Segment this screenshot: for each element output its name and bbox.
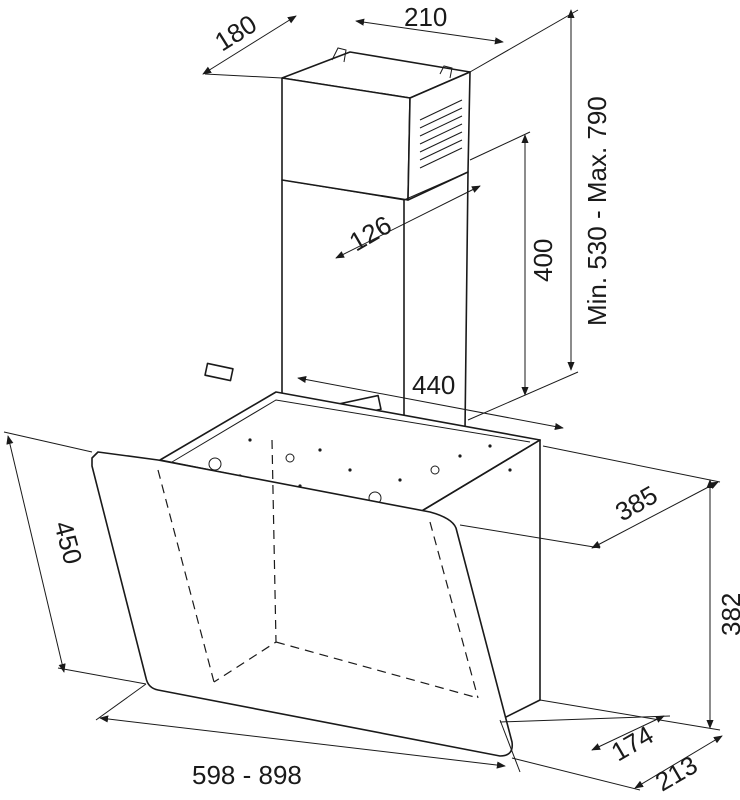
dim-width-range: 598 - 898 [192, 760, 302, 790]
dim-chimney-width: 210 [404, 2, 447, 32]
dim-bracket-width: 440 [412, 370, 455, 400]
dim-upper-chimney-height: 400 [528, 239, 558, 282]
dimension-lines [3, 9, 723, 791]
dim-chimney-depth: 180 [209, 9, 262, 57]
chimney-vent-grille [419, 99, 463, 169]
dim-body-depth-top: 385 [610, 480, 663, 528]
dim-bottom-depth: 174 [606, 720, 659, 768]
dim-chimney-height-range: Min. 530 - Max. 790 [582, 96, 612, 326]
dim-canopy-slant-height: 450 [48, 518, 88, 568]
glass-canopy [91, 439, 514, 757]
dim-body-height: 382 [716, 593, 740, 636]
wall-bracket [204, 362, 234, 382]
dim-total-depth: 213 [650, 750, 703, 798]
